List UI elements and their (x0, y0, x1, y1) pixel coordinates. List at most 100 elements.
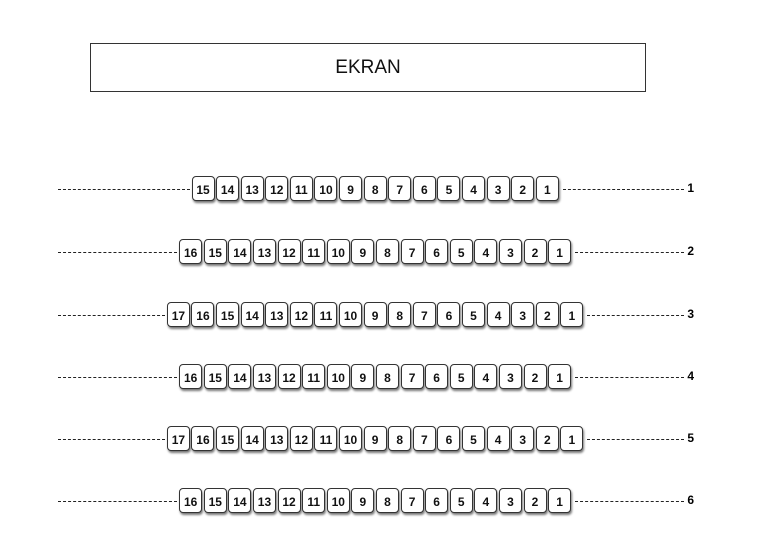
row-divider-left (58, 377, 178, 378)
seat[interactable]: 8 (375, 488, 399, 513)
seat[interactable]: 10 (326, 364, 350, 389)
seat[interactable]: 10 (314, 176, 338, 201)
seat[interactable]: 7 (400, 488, 424, 513)
seat[interactable]: 3 (511, 426, 535, 451)
seat[interactable]: 7 (400, 239, 424, 264)
seat[interactable]: 14 (228, 364, 252, 389)
seat[interactable]: 2 (523, 239, 547, 264)
seat[interactable]: 10 (339, 302, 363, 327)
seat[interactable]: 16 (191, 426, 215, 451)
seat[interactable]: 8 (388, 302, 412, 327)
seat[interactable]: 11 (314, 302, 338, 327)
seat[interactable]: 11 (302, 488, 326, 513)
seat[interactable]: 7 (412, 426, 436, 451)
seat[interactable]: 8 (363, 176, 387, 201)
seat[interactable]: 15 (216, 426, 240, 451)
seat[interactable]: 2 (535, 426, 559, 451)
seat[interactable]: 6 (437, 426, 461, 451)
seat[interactable]: 9 (339, 176, 363, 201)
seat[interactable]: 12 (277, 488, 301, 513)
seat[interactable]: 9 (351, 488, 375, 513)
seat[interactable]: 15 (203, 488, 227, 513)
seat[interactable]: 14 (240, 426, 264, 451)
seat[interactable]: 15 (216, 302, 240, 327)
seat[interactable]: 2 (523, 364, 547, 389)
seat[interactable]: 11 (302, 239, 326, 264)
seat[interactable]: 13 (265, 426, 289, 451)
seat[interactable]: 6 (437, 302, 461, 327)
seat[interactable]: 3 (498, 364, 522, 389)
seat[interactable]: 1 (535, 176, 559, 201)
seat[interactable]: 16 (179, 364, 203, 389)
seat[interactable]: 8 (388, 426, 412, 451)
seat[interactable]: 17 (166, 426, 190, 451)
seat[interactable]: 1 (560, 302, 584, 327)
seat[interactable]: 5 (437, 176, 461, 201)
seat[interactable]: 1 (548, 488, 572, 513)
seat[interactable]: 2 (511, 176, 535, 201)
seat[interactable]: 16 (191, 302, 215, 327)
seat[interactable]: 3 (498, 488, 522, 513)
seat[interactable]: 12 (277, 364, 301, 389)
seat[interactable]: 8 (375, 364, 399, 389)
seat[interactable]: 4 (486, 302, 510, 327)
seat[interactable]: 6 (412, 176, 436, 201)
seat[interactable]: 16 (179, 488, 203, 513)
seat[interactable]: 13 (252, 364, 276, 389)
row-divider-left (58, 189, 190, 190)
seat[interactable]: 10 (326, 239, 350, 264)
seat[interactable]: 4 (474, 239, 498, 264)
seat[interactable]: 12 (289, 302, 313, 327)
seat[interactable]: 7 (400, 364, 424, 389)
seat[interactable]: 15 (191, 176, 215, 201)
seat[interactable]: 4 (486, 426, 510, 451)
seat[interactable]: 4 (474, 364, 498, 389)
seat[interactable]: 13 (265, 302, 289, 327)
seat[interactable]: 14 (240, 302, 264, 327)
seat[interactable]: 15 (203, 364, 227, 389)
seat[interactable]: 9 (351, 239, 375, 264)
seat[interactable]: 16 (179, 239, 203, 264)
seat[interactable]: 3 (486, 176, 510, 201)
seat[interactable]: 13 (252, 488, 276, 513)
seat[interactable]: 9 (351, 364, 375, 389)
seat[interactable]: 11 (302, 364, 326, 389)
seat[interactable]: 3 (498, 239, 522, 264)
seat[interactable]: 5 (462, 302, 486, 327)
seat[interactable]: 14 (216, 176, 240, 201)
seat[interactable]: 12 (265, 176, 289, 201)
seat[interactable]: 6 (425, 488, 449, 513)
seat[interactable]: 14 (228, 488, 252, 513)
seat[interactable]: 13 (252, 239, 276, 264)
seat[interactable]: 11 (289, 176, 313, 201)
seat[interactable]: 6 (425, 239, 449, 264)
seat[interactable]: 10 (326, 488, 350, 513)
seat[interactable]: 4 (462, 176, 486, 201)
seat[interactable]: 5 (449, 488, 473, 513)
seat[interactable]: 1 (548, 239, 572, 264)
seat[interactable]: 12 (289, 426, 313, 451)
seat[interactable]: 1 (548, 364, 572, 389)
seat[interactable]: 6 (425, 364, 449, 389)
seat[interactable]: 15 (203, 239, 227, 264)
seat[interactable]: 11 (314, 426, 338, 451)
seat[interactable]: 17 (166, 302, 190, 327)
seat[interactable]: 8 (375, 239, 399, 264)
seat[interactable]: 4 (474, 488, 498, 513)
seat[interactable]: 3 (511, 302, 535, 327)
seat[interactable]: 5 (462, 426, 486, 451)
seat[interactable]: 2 (535, 302, 559, 327)
seat[interactable]: 7 (388, 176, 412, 201)
seat[interactable]: 14 (228, 239, 252, 264)
seat[interactable]: 7 (412, 302, 436, 327)
seat[interactable]: 12 (277, 239, 301, 264)
seat[interactable]: 5 (449, 239, 473, 264)
seat[interactable]: 9 (363, 426, 387, 451)
seat[interactable]: 1 (560, 426, 584, 451)
seat[interactable]: 5 (449, 364, 473, 389)
seat[interactable]: 10 (339, 426, 363, 451)
seat[interactable]: 2 (523, 488, 547, 513)
seat[interactable]: 9 (363, 302, 387, 327)
seat[interactable]: 13 (240, 176, 264, 201)
